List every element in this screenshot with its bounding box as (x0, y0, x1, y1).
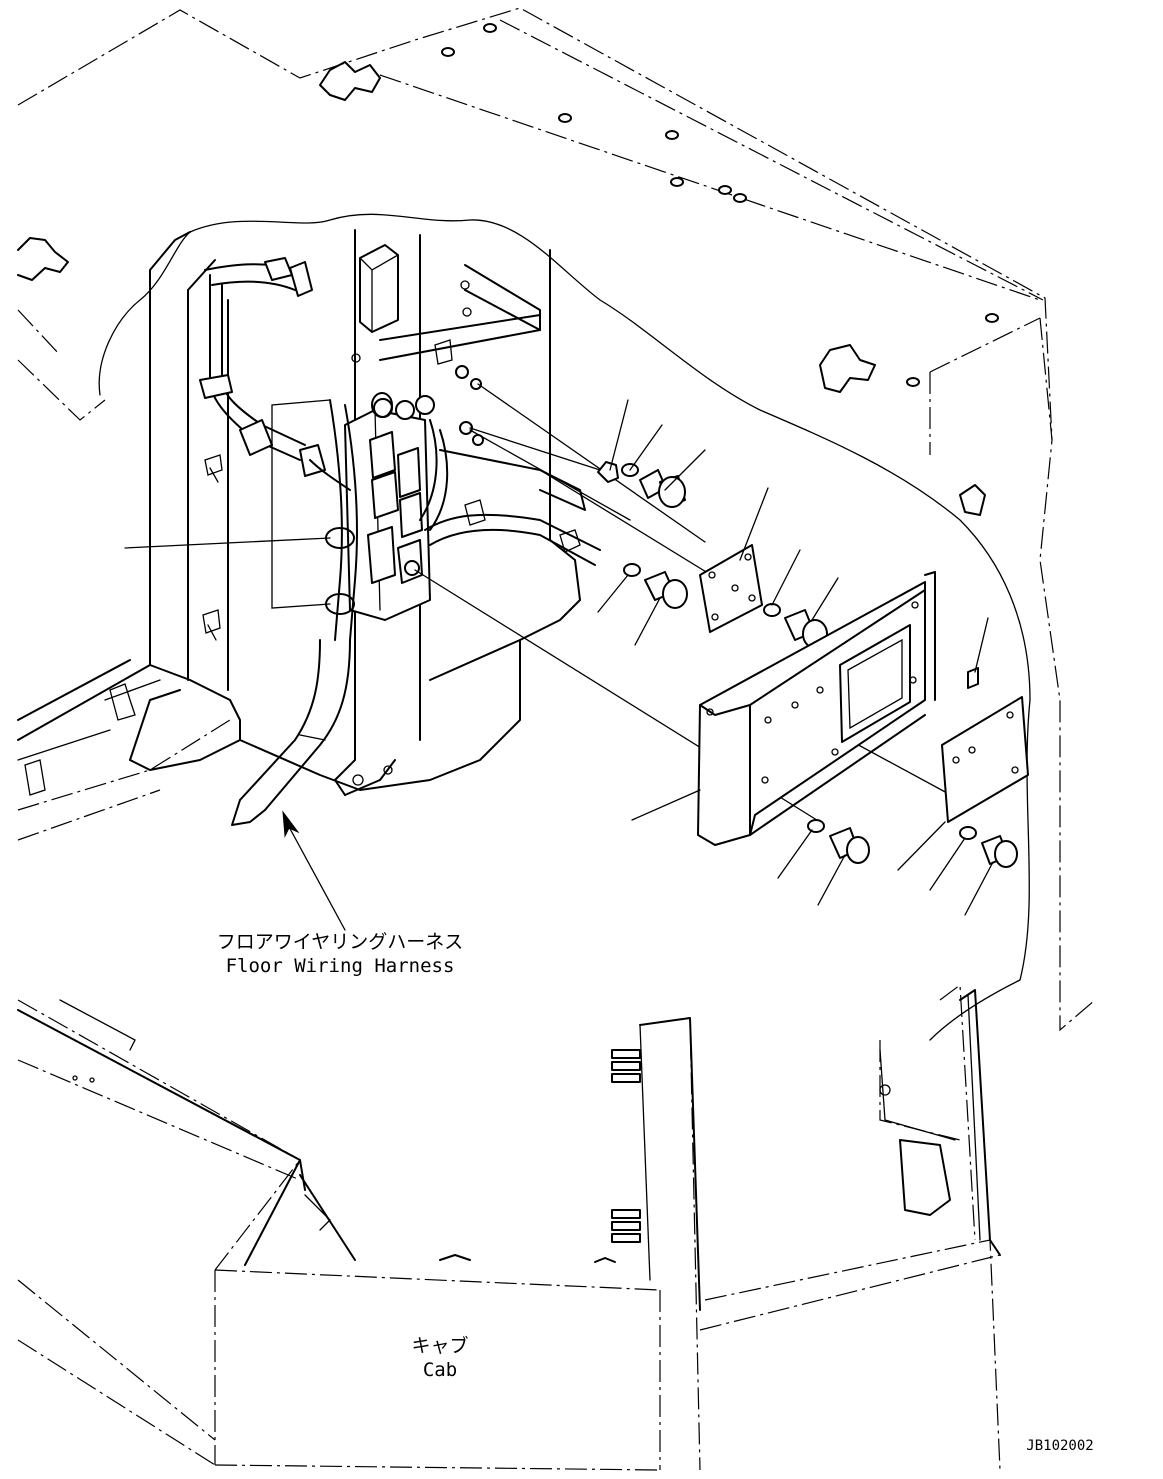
cab-phantom-outline (17, 7, 1096, 1471)
relay-box-upper (359, 244, 399, 333)
bottom-washers-bolts (807, 819, 1018, 868)
relay-block (344, 395, 435, 621)
cab-label-jp: キャブ (411, 1335, 469, 1357)
cab-label-en: Cab (422, 1359, 458, 1381)
floor-harness-cable (231, 639, 351, 826)
part-leaders (597, 399, 994, 916)
cover-plate-large (697, 571, 936, 846)
lower-cab-frame (17, 989, 1001, 1311)
floor-harness-label-jp: フロアワイヤリングハーネス (216, 931, 464, 953)
harness-clips (24, 339, 581, 796)
pin-and-right-plate (941, 667, 1029, 823)
harness-arrow (282, 810, 346, 931)
roof-brackets (17, 61, 986, 516)
clip-washer-bolt-top (597, 461, 686, 508)
relay-cables (309, 399, 601, 641)
callout-bracket (271, 399, 331, 609)
cover-plate-small (623, 544, 828, 649)
floor-harness-label-en: Floor Wiring Harness (225, 955, 455, 977)
drawing-code: JB102002 (1026, 1438, 1094, 1454)
assembly-lines (414, 383, 961, 823)
floor-harness-label: フロアワイヤリングハーネス Floor Wiring Harness (190, 930, 490, 978)
cab-pillar (17, 231, 241, 771)
roof-bolts (441, 23, 999, 387)
callout-leader-left (124, 537, 331, 549)
upper-harness (199, 257, 326, 477)
cab-label: キャブ Cab (380, 1334, 500, 1382)
